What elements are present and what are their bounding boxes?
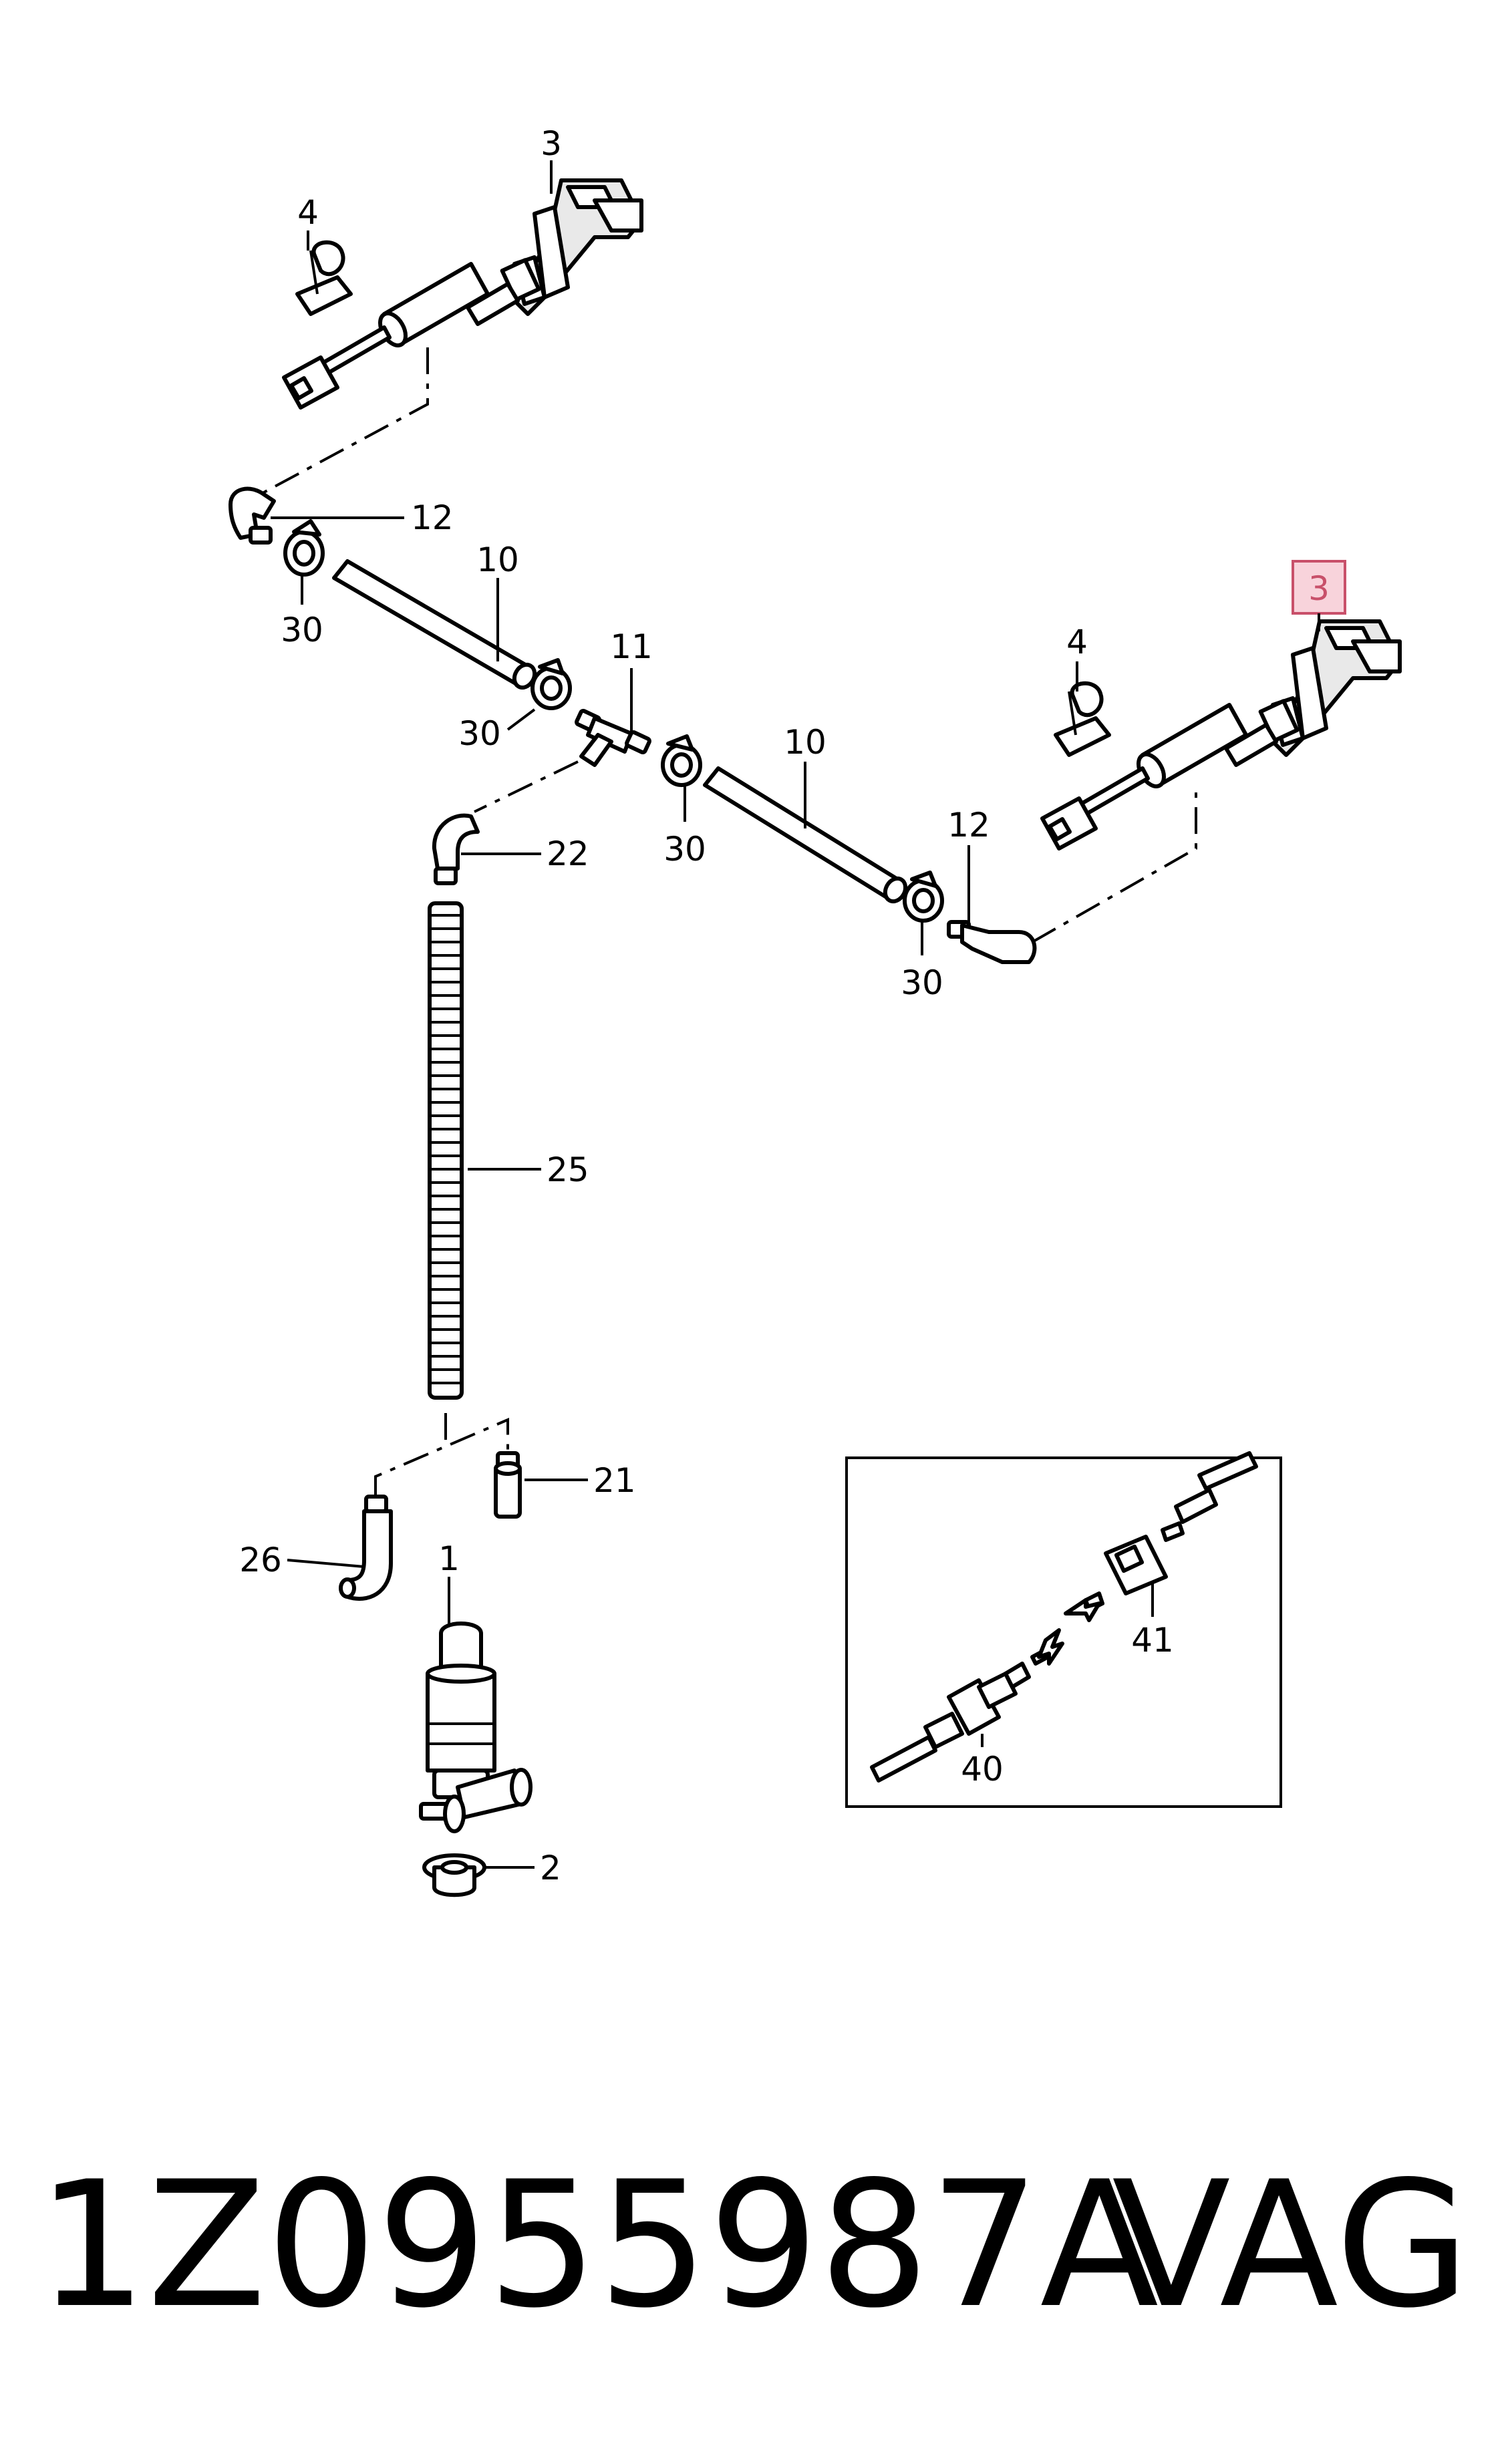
callout-1: 1 — [438, 1539, 460, 1578]
elbow-connector-right — [947, 920, 1037, 964]
callout-22: 22 — [547, 834, 589, 873]
highlighted-callout-box — [1292, 560, 1346, 615]
callout-30-c: 30 — [663, 830, 706, 869]
callout-40: 40 — [961, 1750, 1004, 1789]
callout-11: 11 — [610, 627, 653, 666]
hose-clamp-b — [531, 658, 572, 710]
corrugated-hose — [428, 901, 464, 1400]
inset-connector-detail: 41 40 — [845, 1451, 1282, 1808]
elbow-connector-26 — [339, 1495, 393, 1601]
hose-clamp-d — [903, 871, 944, 923]
callout-3-top: 3 — [541, 124, 562, 163]
connector-41 — [1064, 1451, 1258, 1622]
washer-nozzle-right — [1040, 619, 1402, 851]
washer-pump — [419, 1622, 533, 1833]
elbow-connector-left — [229, 486, 276, 545]
callout-4-top: 4 — [297, 193, 319, 232]
callout-4-right: 4 — [1066, 623, 1088, 661]
hose-section-left — [332, 559, 537, 690]
clip-top-left — [295, 240, 353, 316]
callout-3-right-highlighted: 3 — [1308, 569, 1330, 608]
callout-25: 25 — [547, 1150, 589, 1189]
hose-clamp-a — [283, 519, 325, 577]
callout-30-a: 30 — [281, 611, 323, 649]
callout-26: 26 — [239, 1541, 282, 1579]
hose-clamp-c — [661, 734, 702, 787]
callout-2: 2 — [540, 1849, 561, 1887]
connector-40 — [870, 1628, 1064, 1783]
callout-12-top: 12 — [411, 498, 454, 537]
callout-41: 41 — [1131, 1621, 1174, 1660]
grommet — [422, 1853, 486, 1897]
washer-nozzle-top-left — [282, 178, 643, 410]
hose-section-right — [703, 766, 908, 904]
callout-10-left: 10 — [476, 541, 519, 579]
callout-21: 21 — [593, 1461, 636, 1500]
t-piece-connector — [575, 709, 651, 767]
brand: VAG — [1112, 2145, 1470, 2346]
callout-12-right: 12 — [947, 806, 990, 844]
callout-10-right: 10 — [784, 723, 826, 762]
elbow-connector-22 — [432, 813, 480, 885]
connector-piece-21 — [494, 1451, 522, 1519]
part-number: 1Z0955987A — [37, 2145, 1159, 2346]
clip-right — [1054, 681, 1111, 757]
callout-30-b: 30 — [458, 714, 501, 753]
callout-30-d: 30 — [901, 963, 943, 1002]
